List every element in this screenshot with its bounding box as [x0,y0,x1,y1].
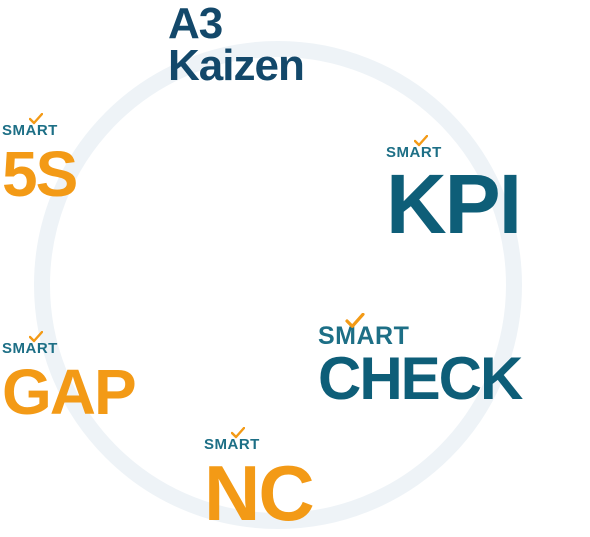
gap-title: GAP [2,356,137,428]
kaizen-text: Kaizen [168,41,305,90]
smart-brand-text: SMART [386,144,442,161]
smart-brand-text: SMART [204,436,260,453]
smart-brand-text: SMART [2,122,58,139]
checkmark-icon [345,313,365,328]
check-title: CHECK [318,345,523,412]
kpi-title: KPI [386,157,522,251]
smart-brand-text: SMART [318,322,410,350]
5s-title: 5S [2,138,78,210]
checkmark-icon [231,427,245,439]
nc-title: NC [204,449,315,537]
smart-5s-logo: SMART 5S [2,122,78,210]
smart-kpi-logo: SMART KPI [386,144,522,251]
smart-nc-logo: SMART NC [204,436,315,537]
smart-gap-logo: SMART GAP [2,340,137,428]
a3-text: A3 [168,0,223,48]
smart-check-logo: SMART CHECK [318,322,523,412]
checkmark-icon [29,331,43,343]
a3-kaizen-label: A3 Kaizen [168,0,305,90]
smart-brand-text: SMART [2,340,58,357]
checkmark-icon [29,113,43,125]
checkmark-icon [414,135,428,147]
